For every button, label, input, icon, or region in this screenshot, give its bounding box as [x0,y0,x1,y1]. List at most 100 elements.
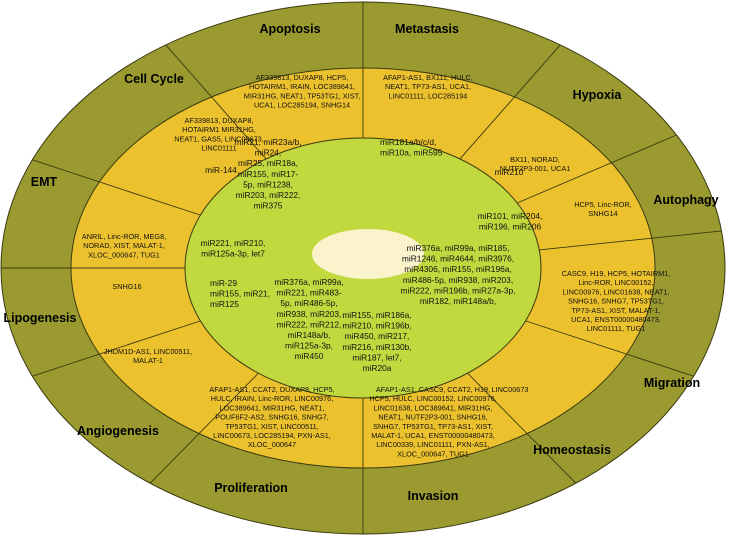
lncrna-list-emt-line: ANRIL, Linc-ROR, MEG8, [82,232,166,241]
lncrna-list-proliferation-line: POUF6F2-AS2, SNHG16, SNHG7, [215,413,329,422]
mirna-list-migration-line: miR182, miR148a/b, [420,296,496,306]
lncrna-list-proliferation: AFAP1-AS1, CCAT2, DUXAP8, HCP5,HULC, IRA… [209,385,334,449]
mirna-list-migration-line: miR376a, miR99a, miR185, [407,243,510,253]
lncrna-list-lipogenesis-line: SNHG16 [112,282,141,291]
sector-divider [149,372,259,484]
lncrna-list-migration-line: SNHG16, SNHG7, TP53TG1, [568,297,664,306]
mirna-list-apoptosis: miR21, miR23a/b,miR24,miR25, miR18a,miR1… [234,137,301,211]
mirna-list-apoptosis-line: miR25, miR18a, [238,158,298,168]
mirna-list-emt-line: miR221, miR210, [201,238,266,248]
mirna-list-migration: miR376a, miR99a, miR185,miR1246, miR4644… [401,243,516,306]
lncrna-list-proliferation-line: HULC, IRAIN, Linc-ROR, LINC00976, [211,394,333,403]
mirna-list-cell-cycle-line: miR-144 [205,165,237,175]
mirna-list-cell-cycle: miR-144 [205,165,237,175]
lncrna-list-migration-line: TP73-AS1, XIST, MALAT-1, [571,306,660,315]
mirna-list-invasion-line: miR210, miR196b, [342,321,411,331]
lncrna-list-apoptosis-line: UCA1, LOC285194, SNHG14 [254,101,350,110]
mirna-list-lipogenesis-line: miR125 [210,299,239,309]
mirna-list-emt: miR221, miR210,miR125a-3p, let7 [201,238,266,259]
mirna-list-proliferation-line: miR148a/b, [288,330,331,340]
lncrna-list-proliferation-line: XLOC_000647 [248,440,296,449]
mirna-list-proliferation-line: 5p, miR486-5p, [280,298,337,308]
hallmark-label-autophagy: Autophagy [653,193,718,207]
lncrna-list-hypoxia: BX11, NORAD,NUTF2P3-001, UCA1 [500,155,571,173]
sector-divider [459,44,561,160]
mirna-list-invasion-line: miR20a [363,363,392,373]
mirna-list-autophagy-line: miR196, miR206 [479,222,542,232]
lncrna-list-metastasis-line: LINC01111, LOC285194 [389,91,468,100]
hallmark-label-homeostasis: Homeostasis [533,443,611,457]
lncrna-list-emt-line: NORAD, XIST, MALAT-1, [83,241,165,250]
mirna-list-invasion-line: miR216, miR130b, [342,342,411,352]
lncrna-list-proliferation-line: TP53TG1, XIST, LINC00511, [225,422,319,431]
mirna-list-proliferation-line: miR938, miR203, [277,309,342,319]
mirna-list-apoptosis-line: miR155, miR17- [238,169,299,179]
mirna-list-hypoxia: miR210 [495,167,524,177]
lncrna-list-cell-cycle-line: NEAT1, GAS5, LINC00673, [174,134,264,143]
lncrna-list-invasion-line: LINC00339, LINC01111, PXN-AS1, [376,440,490,449]
lncrna-list-proliferation-line: LOC389641, MIR31HG, NEAT1, [220,403,325,412]
dividers-layer [1,2,722,534]
lncrna-list-apoptosis-line: MIR31HG, NEAT1, TP53TG1, XIST, [244,91,361,100]
mirna-list-invasion-line: miR155, miR186a, [342,310,411,320]
mirna-list-apoptosis-line: miR375 [254,201,283,211]
lncrna-list-cell-cycle-line: HOTAIRM1 MIR31HG, [182,125,256,134]
sector-divider [539,230,722,251]
lncrna-list-invasion: AFAP1-AS1, CASC9, CCAT2, H19,HCP5, HULC,… [369,385,496,458]
mirna-list-migration-line: miR4306, miR155, miR196a, [404,264,512,274]
hallmark-label-lipogenesis: Lipogenesis [4,311,77,325]
mirna-list-apoptosis-line: 5p, miR1238, [243,179,293,189]
hallmark-label-hypoxia: Hypoxia [573,88,623,102]
mirna-list-proliferation-line: miR222, miR212, [277,319,342,329]
mirna-list-invasion: miR155, miR186a,miR210, miR196b,miR450, … [342,310,411,373]
mirna-list-apoptosis-line: miR24, [255,148,282,158]
lncrna-list-migration-line: LINC00976, LINC01638, NEAT1, [563,287,670,296]
mirna-list-apoptosis-line: miR21, miR23a/b, [234,137,301,147]
mirna-list-metastasis-line: miR10a, miR595 [380,148,443,158]
lncrna-list-migration-line: CASC9, H19, HCP5, HOTAIRM1, [562,269,671,278]
hallmark-label-migration: Migration [644,376,700,390]
mirna-list-autophagy-line: miR101, miR204, [478,211,543,221]
mirna-list-migration-line: miR486-5p, miR938, miR203, [403,275,513,285]
mirna-list-autophagy: miR101, miR204,miR196, miR206 [478,211,543,232]
lncrna-list-proliferation-line: AFAP1-AS1, CCAT2, DUXAP8, HCP5, [209,385,334,394]
lncrna-list-autophagy: HCP5, Linc-ROR,SNHG14 [574,200,632,218]
sector-divider [165,44,267,160]
mirna-list-lipogenesis-line: miR-29 [210,278,237,288]
lncrna-list-invasion-line: XLOC_000647, TUG1 [397,449,469,458]
mirna-list-lipogenesis-line: miR155, miR21, [210,289,270,299]
lncrna-list-homeostasis-line: LINC00673 [492,385,529,394]
mirna-list-invasion-line: miR187, let7, [352,352,401,362]
lncrna-list-cell-cycle-line: LINC01111 [201,144,236,153]
lncrna-list-metastasis: AFAP1-AS1, BX111, HULC,NEAT1, TP73-AS1, … [383,73,473,100]
lncrna-list-autophagy-line: HCP5, Linc-ROR, [574,200,632,209]
sector-divider [467,372,577,484]
lncrna-list-hypoxia-line: NUTF2P3-001, UCA1 [500,164,571,173]
lncrna-list-invasion-line: LINC01638, LOC389641, MIR31HG, [374,403,493,412]
lncrna-list-cell-cycle-line: AF339813, DUXAP8, [185,116,254,125]
lncrna-list-invasion-line: HCP5, HULC, LINC00152, LINC00976, [369,394,496,403]
mirna-list-proliferation-line: miR450 [295,351,324,361]
lncrna-list-invasion-line: MALAT-1, UCA1, ENST00000480473, [371,431,495,440]
lncrna-list-metastasis-line: AFAP1-AS1, BX111, HULC, [383,73,473,82]
lncrna-list-apoptosis-line: HOTAIRM1, IRAIN, LOC389641, [249,82,355,91]
sector-divider [525,320,694,377]
lncrna-list-migration-line: LINC01111, TUG1 [587,324,646,333]
hallmark-label-apoptosis: Apoptosis [259,22,320,36]
mirna-list-proliferation-line: miR221, miR483- [276,288,341,298]
mirna-list-proliferation-line: miR376a, miR99a, [274,277,343,287]
hallmark-label-angiogenesis: Angiogenesis [77,424,159,438]
mirna-list-invasion-line: miR450, miR217, [345,331,410,341]
lncrna-list-migration: CASC9, H19, HCP5, HOTAIRM1,Linc-ROR, LIN… [562,269,671,333]
hallmark-label-invasion: Invasion [408,489,459,503]
lncrna-list-angiogenesis-line: MALAT-1 [133,356,163,365]
lncrna-list-migration-line: Linc-ROR, LINC00152, [578,278,653,287]
mirna-list-hypoxia-line: miR210 [495,167,524,177]
sector-divider [32,320,201,377]
lncrna-list-autophagy-line: SNHG14 [588,209,617,218]
hallmark-label-proliferation: Proliferation [214,481,288,495]
mirna-list-proliferation: miR376a, miR99a,miR221, miR483-5p, miR48… [274,277,343,361]
lncrna-list-lipogenesis: SNHG16 [112,282,141,291]
